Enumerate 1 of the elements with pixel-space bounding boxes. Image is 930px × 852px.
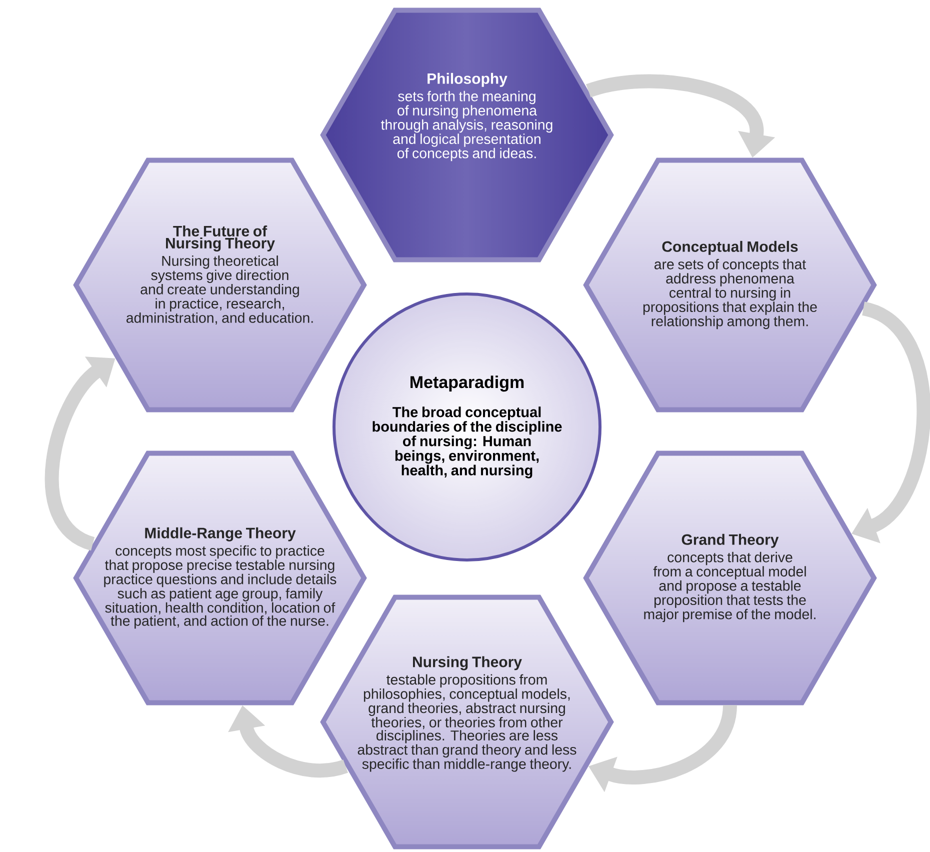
circle-box: Metaparadigm The broad conceptual boundaries of the discipline of nursing: Human beings, environment, health, and nursing bbox=[332, 292, 602, 562]
